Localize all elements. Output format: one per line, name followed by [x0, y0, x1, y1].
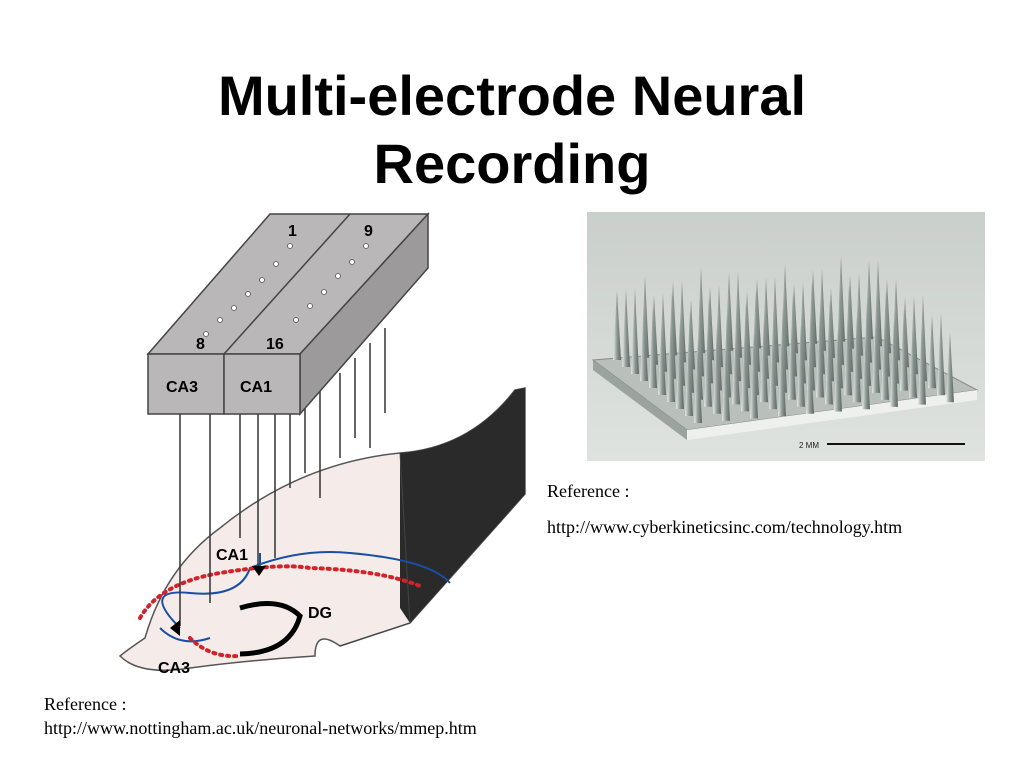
hippocampal-slice [118, 387, 526, 671]
reference-right-link[interactable]: http://www.cyberkineticsinc.com/technolo… [547, 517, 903, 537]
slide-title: Multi-electrode Neural Recording [0, 62, 1024, 198]
electrode-spike [853, 316, 861, 403]
electrode-spike [937, 313, 945, 396]
electrode-spike [741, 333, 749, 412]
electrode-spike [909, 327, 917, 398]
electrode-spike [778, 338, 786, 417]
electrode-number-1: 1 [288, 223, 297, 240]
electrode-spike [890, 320, 898, 407]
red-pathway [138, 564, 422, 659]
electrode-spike [918, 326, 926, 405]
electrode-spike [788, 325, 796, 400]
electrode-spike [834, 329, 842, 412]
electrode-spike [750, 332, 758, 419]
electrode-spike [928, 314, 936, 389]
electrode-spike [694, 341, 702, 423]
electrode-spike [806, 343, 814, 414]
electrode-spike [713, 327, 721, 414]
electrode-spike [685, 342, 693, 416]
electrode-spike [825, 330, 833, 405]
electrode-spike [631, 288, 639, 374]
electrode-slice-diagram: 1 9 8 16 CA3 CA1 CA1 DG CA3 [118, 212, 526, 677]
scale-label: 2 MM [799, 441, 819, 450]
electrode-array-photo: 2 MM [587, 212, 985, 461]
electrode-spike [769, 339, 777, 410]
electrode-spike [862, 335, 870, 410]
electrode-number-9: 9 [364, 223, 373, 240]
electrode-wires [179, 328, 386, 626]
reference-right: Reference : http://www.cyberkineticsinc.… [547, 479, 902, 539]
block-label-ca3: CA3 [166, 379, 198, 396]
region-label-dg: DG [308, 605, 332, 622]
dentate-gyrus-arc [239, 601, 303, 657]
electrode-spike [881, 321, 889, 400]
electrode-spike [844, 317, 852, 396]
reference-left-link[interactable]: http://www.nottingham.ac.uk/neuronal-net… [44, 718, 477, 738]
reference-right-label: Reference : [547, 481, 630, 501]
electrode-spike [722, 346, 730, 421]
electrode-spike [622, 289, 630, 367]
block-label-ca1: CA1 [240, 379, 272, 396]
electrode-spike [649, 306, 657, 388]
electrode-spike [704, 328, 712, 407]
electrode-spike [732, 334, 740, 405]
region-label-ca1: CA1 [216, 547, 248, 564]
electrode-spike [613, 290, 621, 360]
electrode-spike [667, 324, 675, 402]
electrode-spike [676, 323, 684, 409]
ca1-neuron-marker [252, 566, 266, 576]
electrode-number-8: 8 [196, 336, 205, 353]
electrode-number-16: 16 [266, 336, 284, 353]
electrode-spike [872, 322, 880, 393]
electrode-spike [900, 308, 908, 391]
electrode-spike [640, 307, 648, 381]
electrode-spike [797, 324, 805, 407]
title-line-2: Recording [373, 132, 651, 195]
electrode-spike [658, 325, 666, 395]
electrode-spike [816, 311, 824, 398]
electrode-block [146, 212, 430, 416]
reference-left: Reference : http://www.nottingham.ac.uk/… [44, 692, 477, 740]
reference-left-label: Reference : [44, 694, 127, 714]
electrode-spike [760, 320, 768, 403]
title-line-1: Multi-electrode Neural [217, 64, 807, 127]
ca3-neuron-marker [170, 620, 180, 636]
electrode-spikes [613, 255, 954, 423]
electrode-spike [946, 332, 954, 403]
region-label-ca3: CA3 [158, 660, 190, 677]
